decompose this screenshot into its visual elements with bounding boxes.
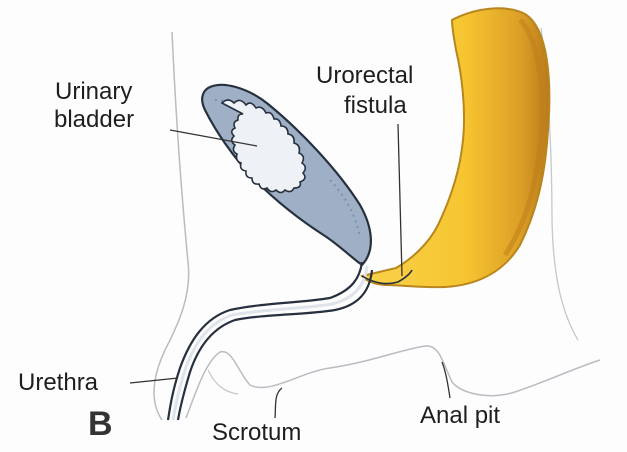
rectum: [362, 8, 549, 287]
scrotum-fold-outline: [208, 370, 238, 394]
label-urorectal-fistula-line2: fistula: [344, 92, 407, 119]
leader-scrotum: [275, 388, 282, 418]
perineal-surface-outline: [186, 346, 600, 418]
label-urethra: Urethra: [18, 369, 98, 396]
label-urorectal-fistula-line1: Urorectal: [316, 62, 413, 89]
urethra-lumen: [173, 266, 367, 420]
label-anal-pit: Anal pit: [420, 402, 500, 429]
leader-urorectal-fistula: [398, 124, 402, 276]
urethra-outer-wall: [168, 262, 362, 420]
panel-letter: B: [88, 405, 113, 443]
label-scrotum: Scrotum: [212, 419, 301, 446]
label-urinary-bladder-line1: Urinary: [55, 78, 132, 105]
label-urinary-bladder-line2: bladder: [54, 106, 134, 133]
